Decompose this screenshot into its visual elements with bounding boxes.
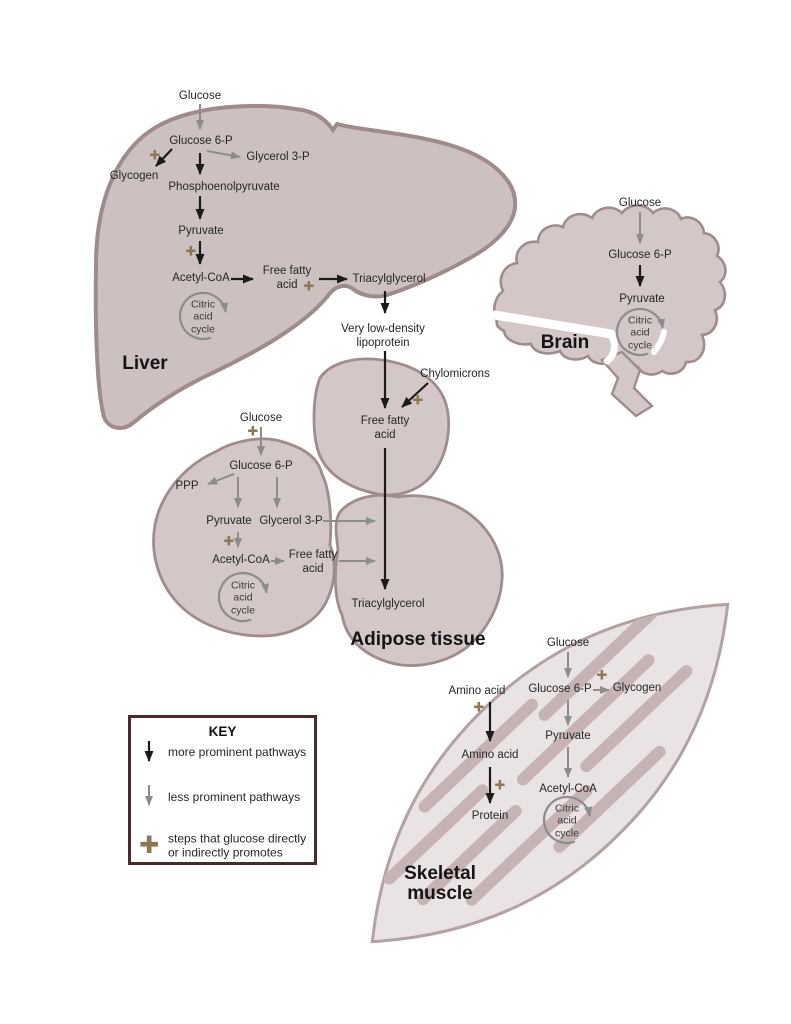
brain-glucose6p-label: Glucose 6-P — [608, 249, 672, 262]
brain-groove — [603, 330, 618, 365]
less-prominent-arrow-icon — [145, 785, 153, 806]
chylomicrons-label: Chylomicrons — [420, 368, 490, 381]
key-item-less-prominent: less prominent pathways — [168, 789, 301, 804]
more-prominent-arrow-icon — [144, 741, 154, 762]
brain-glucose-label: Glucose — [618, 197, 662, 210]
muscle-amino-acid-in-label: Amino acid — [461, 749, 519, 762]
adipose-triacylglycerol-label: Triacylglycerol — [351, 598, 425, 611]
citric-cycle-brain — [615, 307, 666, 357]
brain-organ-label: Brain — [540, 332, 590, 354]
muscle-organ-label: Skeletal muscle — [404, 863, 476, 904]
liver-glucose-label: Glucose — [178, 90, 222, 103]
glucose-promotes-plus-icon: ✚ — [149, 148, 161, 164]
citric-acid-cycle-arrows — [178, 291, 666, 845]
liver-shape — [93, 103, 518, 430]
glucose-promotes-plus-icon: ✚ — [303, 279, 315, 295]
liver-glucose6p-label: Glucose 6-P — [169, 135, 233, 148]
key-item-more-prominent: more prominent pathways — [168, 744, 307, 759]
arrow-chylomicrons-ffa — [401, 382, 429, 408]
brain-notch — [651, 329, 667, 355]
glucose-promotes-plus-icon: ✚ — [247, 424, 259, 440]
glucose-promotes-plus-icon: ✚ — [185, 244, 197, 260]
glucose-promotes-plus-icon: ✚ — [596, 668, 608, 684]
brain-shape — [490, 204, 727, 418]
liver-glycogen-label: Glycogen — [109, 170, 159, 183]
adipose-ppp-label: PPP — [175, 480, 199, 493]
muscle-acetylcoa-label: Acetyl-CoA — [539, 783, 597, 796]
muscle-stripes — [383, 606, 693, 906]
muscle-amino-acid-out-label: Amino acid — [448, 685, 506, 698]
glucose-promotes-plus-icon: ✚ — [223, 534, 235, 550]
glucose-promotes-plus-icon: ✚ — [473, 700, 485, 716]
citric-cycle-liver — [178, 291, 229, 341]
adipose-organ-label: Adipose tissue — [350, 629, 486, 651]
skeletal-muscle-shape — [370, 602, 730, 944]
adipose-shape — [152, 357, 504, 667]
less-prominent-pathway-arrows — [196, 104, 644, 778]
glucose-promotes-plus-icon: ✚ — [412, 393, 424, 409]
liver-citric-cycle-label: Citric acid cycle — [191, 298, 215, 336]
muscle-glucose6p-label: Glucose 6-P — [528, 683, 592, 696]
citric-cycle-adipose — [217, 571, 269, 623]
glucose-promotes-plus-icon: ✚ — [138, 831, 160, 859]
liver-triacylglycerol-label: Triacylglycerol — [352, 273, 426, 286]
liver-organ-label: Liver — [122, 353, 168, 375]
adipose-acetylcoa-label: Acetyl-CoA — [212, 554, 270, 567]
arrow-g6p-glycerol3p-liver — [206, 150, 241, 160]
adipose-glucose6p-label: Glucose 6-P — [229, 460, 293, 473]
arrow-g6p-ppp — [207, 473, 235, 485]
muscle-pyruvate-label: Pyruvate — [545, 730, 591, 743]
adipose-glycerol3p-label: Glycerol 3-P — [259, 515, 323, 528]
liver-free-fatty-acid-label: Free fatty acid — [262, 265, 312, 291]
muscle-protein-label: Protein — [471, 810, 509, 823]
adipose-citric-cycle-label: Citric acid cycle — [231, 579, 255, 617]
glucose-promotes-plus-icon: ✚ — [494, 778, 506, 794]
key-title: KEY — [208, 724, 237, 739]
liver-glycerol3p-label: Glycerol 3-P — [246, 151, 310, 164]
brain-citric-cycle-label: Citric acid cycle — [628, 314, 652, 352]
liver-pep-label: Phosphoenolpyruvate — [168, 181, 280, 194]
prominent-pathway-arrows — [155, 148, 645, 804]
adipose-glucose-label: Glucose — [239, 412, 283, 425]
muscle-citric-cycle-label: Citric acid cycle — [555, 802, 579, 840]
adipose-free-fatty-acid-label: Free fatty acid — [288, 549, 338, 575]
muscle-glucose-label: Glucose — [546, 637, 590, 650]
vldl-label: Very low-density lipoprotein — [341, 323, 425, 349]
brain-stem — [599, 350, 654, 418]
muscle-glycogen-label: Glycogen — [612, 682, 662, 695]
brain-pyruvate-label: Pyruvate — [619, 293, 665, 306]
liver-pyruvate-label: Pyruvate — [178, 225, 224, 238]
brain-fissure — [490, 310, 616, 339]
citric-cycle-muscle — [542, 795, 593, 845]
adipose-free-fatty-acid-top-label: Free fatty acid — [360, 415, 410, 441]
arrow-g6p-glycogen — [155, 148, 173, 167]
key-item-glucose-promotes: steps that glucose directly or indirectl… — [168, 831, 307, 860]
liver-acetylcoa-label: Acetyl-CoA — [172, 272, 230, 285]
key-legend: KEY more prominent pathways less promine… — [128, 715, 317, 865]
adipose-pyruvate-label: Pyruvate — [206, 515, 252, 528]
